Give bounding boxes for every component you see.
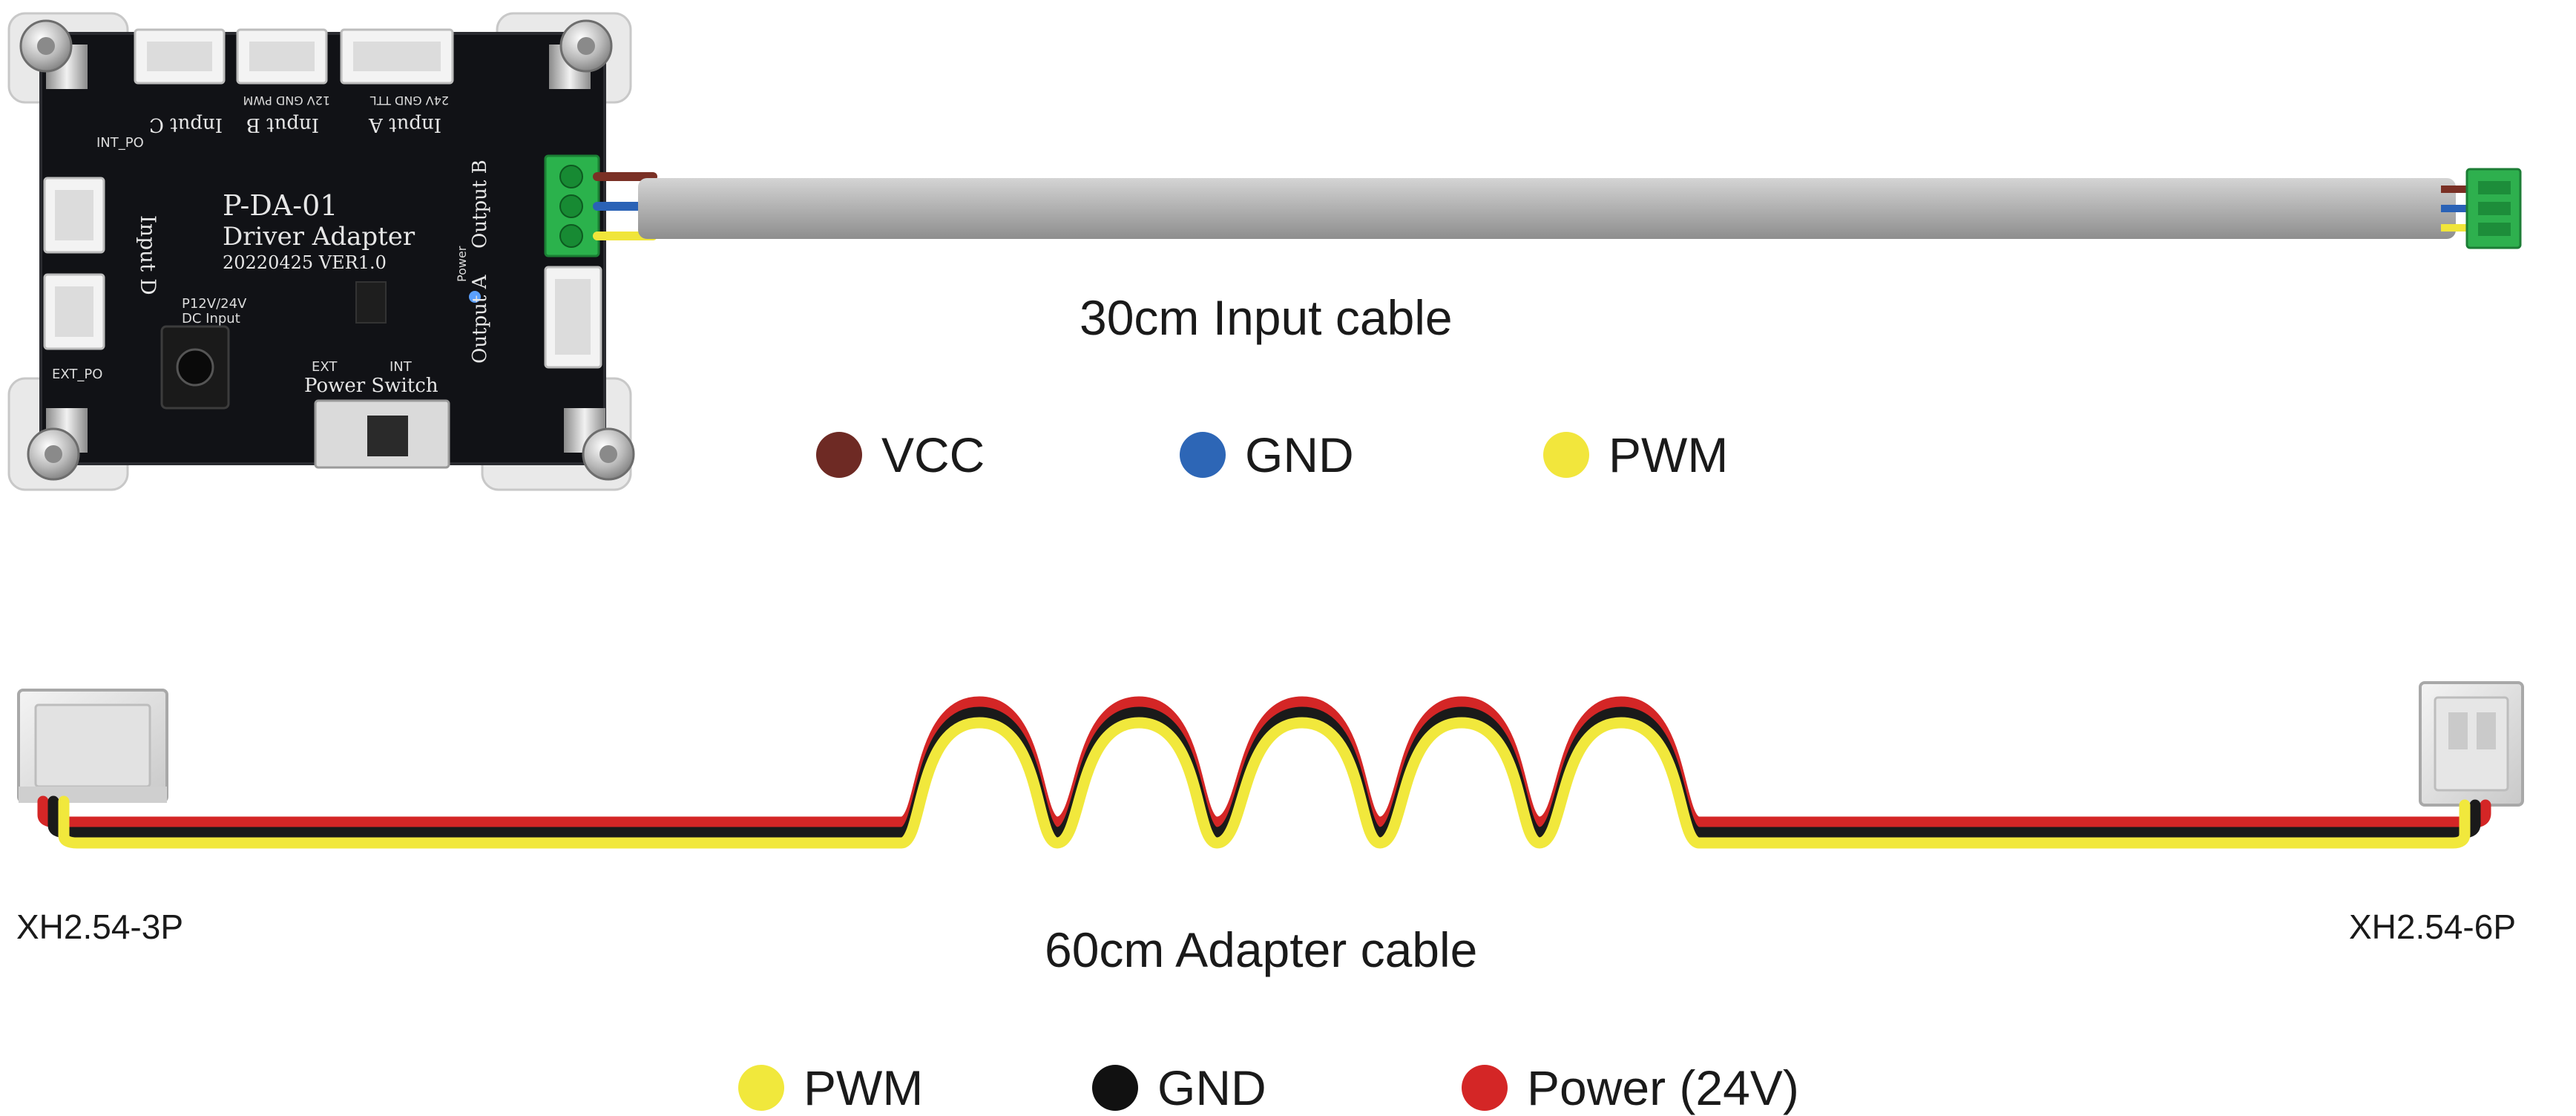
gnd-label: GND xyxy=(1157,1060,1266,1115)
input-cable-legend-gnd: GND xyxy=(1180,427,1354,483)
adapter-cable xyxy=(17,681,2524,849)
power-switch-knob xyxy=(367,416,408,456)
input-cable-title: 30cm Input cable xyxy=(1080,290,1453,345)
adapter-cable-title: 60cm Adapter cable xyxy=(1045,922,1478,977)
adapter-cable-legend-gnd: GND xyxy=(1092,1060,1266,1116)
input-cable-jacket xyxy=(638,178,2456,239)
vcc-color-dot xyxy=(816,432,862,478)
pwm-color-dot xyxy=(738,1065,784,1111)
gnd-color-dot xyxy=(1180,432,1226,478)
dc-input-line1: P12V/24V xyxy=(182,296,247,312)
dc-input-label: P12V/24V DC Input xyxy=(182,296,251,326)
right-connector-label: XH2.54-6P xyxy=(2349,907,2517,946)
vcc-label: VCC xyxy=(881,427,985,482)
ic-chip xyxy=(355,281,387,324)
pwm-label: PWM xyxy=(1609,427,1729,482)
pwm-label: PWM xyxy=(804,1060,924,1115)
switch-ext-label: EXT xyxy=(312,359,338,375)
input-d-label: Input D xyxy=(136,215,160,295)
board-model: P-DA-01 xyxy=(223,189,338,222)
switch-int-label: INT xyxy=(390,359,413,375)
adapter-cable-legend-pwm: PWM xyxy=(738,1060,923,1116)
power-led xyxy=(469,291,481,303)
input-cable xyxy=(593,168,2522,249)
output-b-label: Output B xyxy=(469,160,491,249)
adapter-pwm-wire xyxy=(58,717,2471,849)
power-switch-label: Power Switch xyxy=(304,375,438,397)
input-b-pins: 12V GND PWM xyxy=(243,93,330,108)
ext-po-label: EXT_PO xyxy=(52,367,102,382)
power-label: Power (24V) xyxy=(1527,1060,1799,1115)
left-connector-label: XH2.54-3P xyxy=(16,907,184,946)
power-label: Power xyxy=(455,246,469,282)
input-a-pins: 24V GND TTL xyxy=(370,93,449,108)
driver-adapter-board: P-DA-01 Driver Adapter 20220425 VER1.0 I… xyxy=(7,12,635,491)
board-name: Driver Adapter xyxy=(223,222,415,252)
gnd-color-dot xyxy=(1092,1065,1138,1111)
input-a-label: Input A xyxy=(368,114,441,136)
input-cable-legend-pwm: PWM xyxy=(1543,427,1728,483)
int-po-label: INT_PO xyxy=(96,135,144,151)
adapter-gnd-wire xyxy=(47,706,2481,838)
pwm-color-dot xyxy=(1543,432,1589,478)
adapter-cable-legend-power: Power (24V) xyxy=(1462,1060,1799,1116)
output-a-label: Output A xyxy=(469,274,491,364)
gnd-label: GND xyxy=(1245,427,1354,482)
board-version: 20220425 VER1.0 xyxy=(223,252,387,273)
input-c-label: Input C xyxy=(149,114,223,136)
dc-input-line2: DC Input xyxy=(182,311,240,326)
adapter-power-wire xyxy=(37,696,2491,828)
input-cable-legend-vcc: VCC xyxy=(816,427,985,483)
input-b-label: Input B xyxy=(246,114,319,136)
power-color-dot xyxy=(1462,1065,1508,1111)
